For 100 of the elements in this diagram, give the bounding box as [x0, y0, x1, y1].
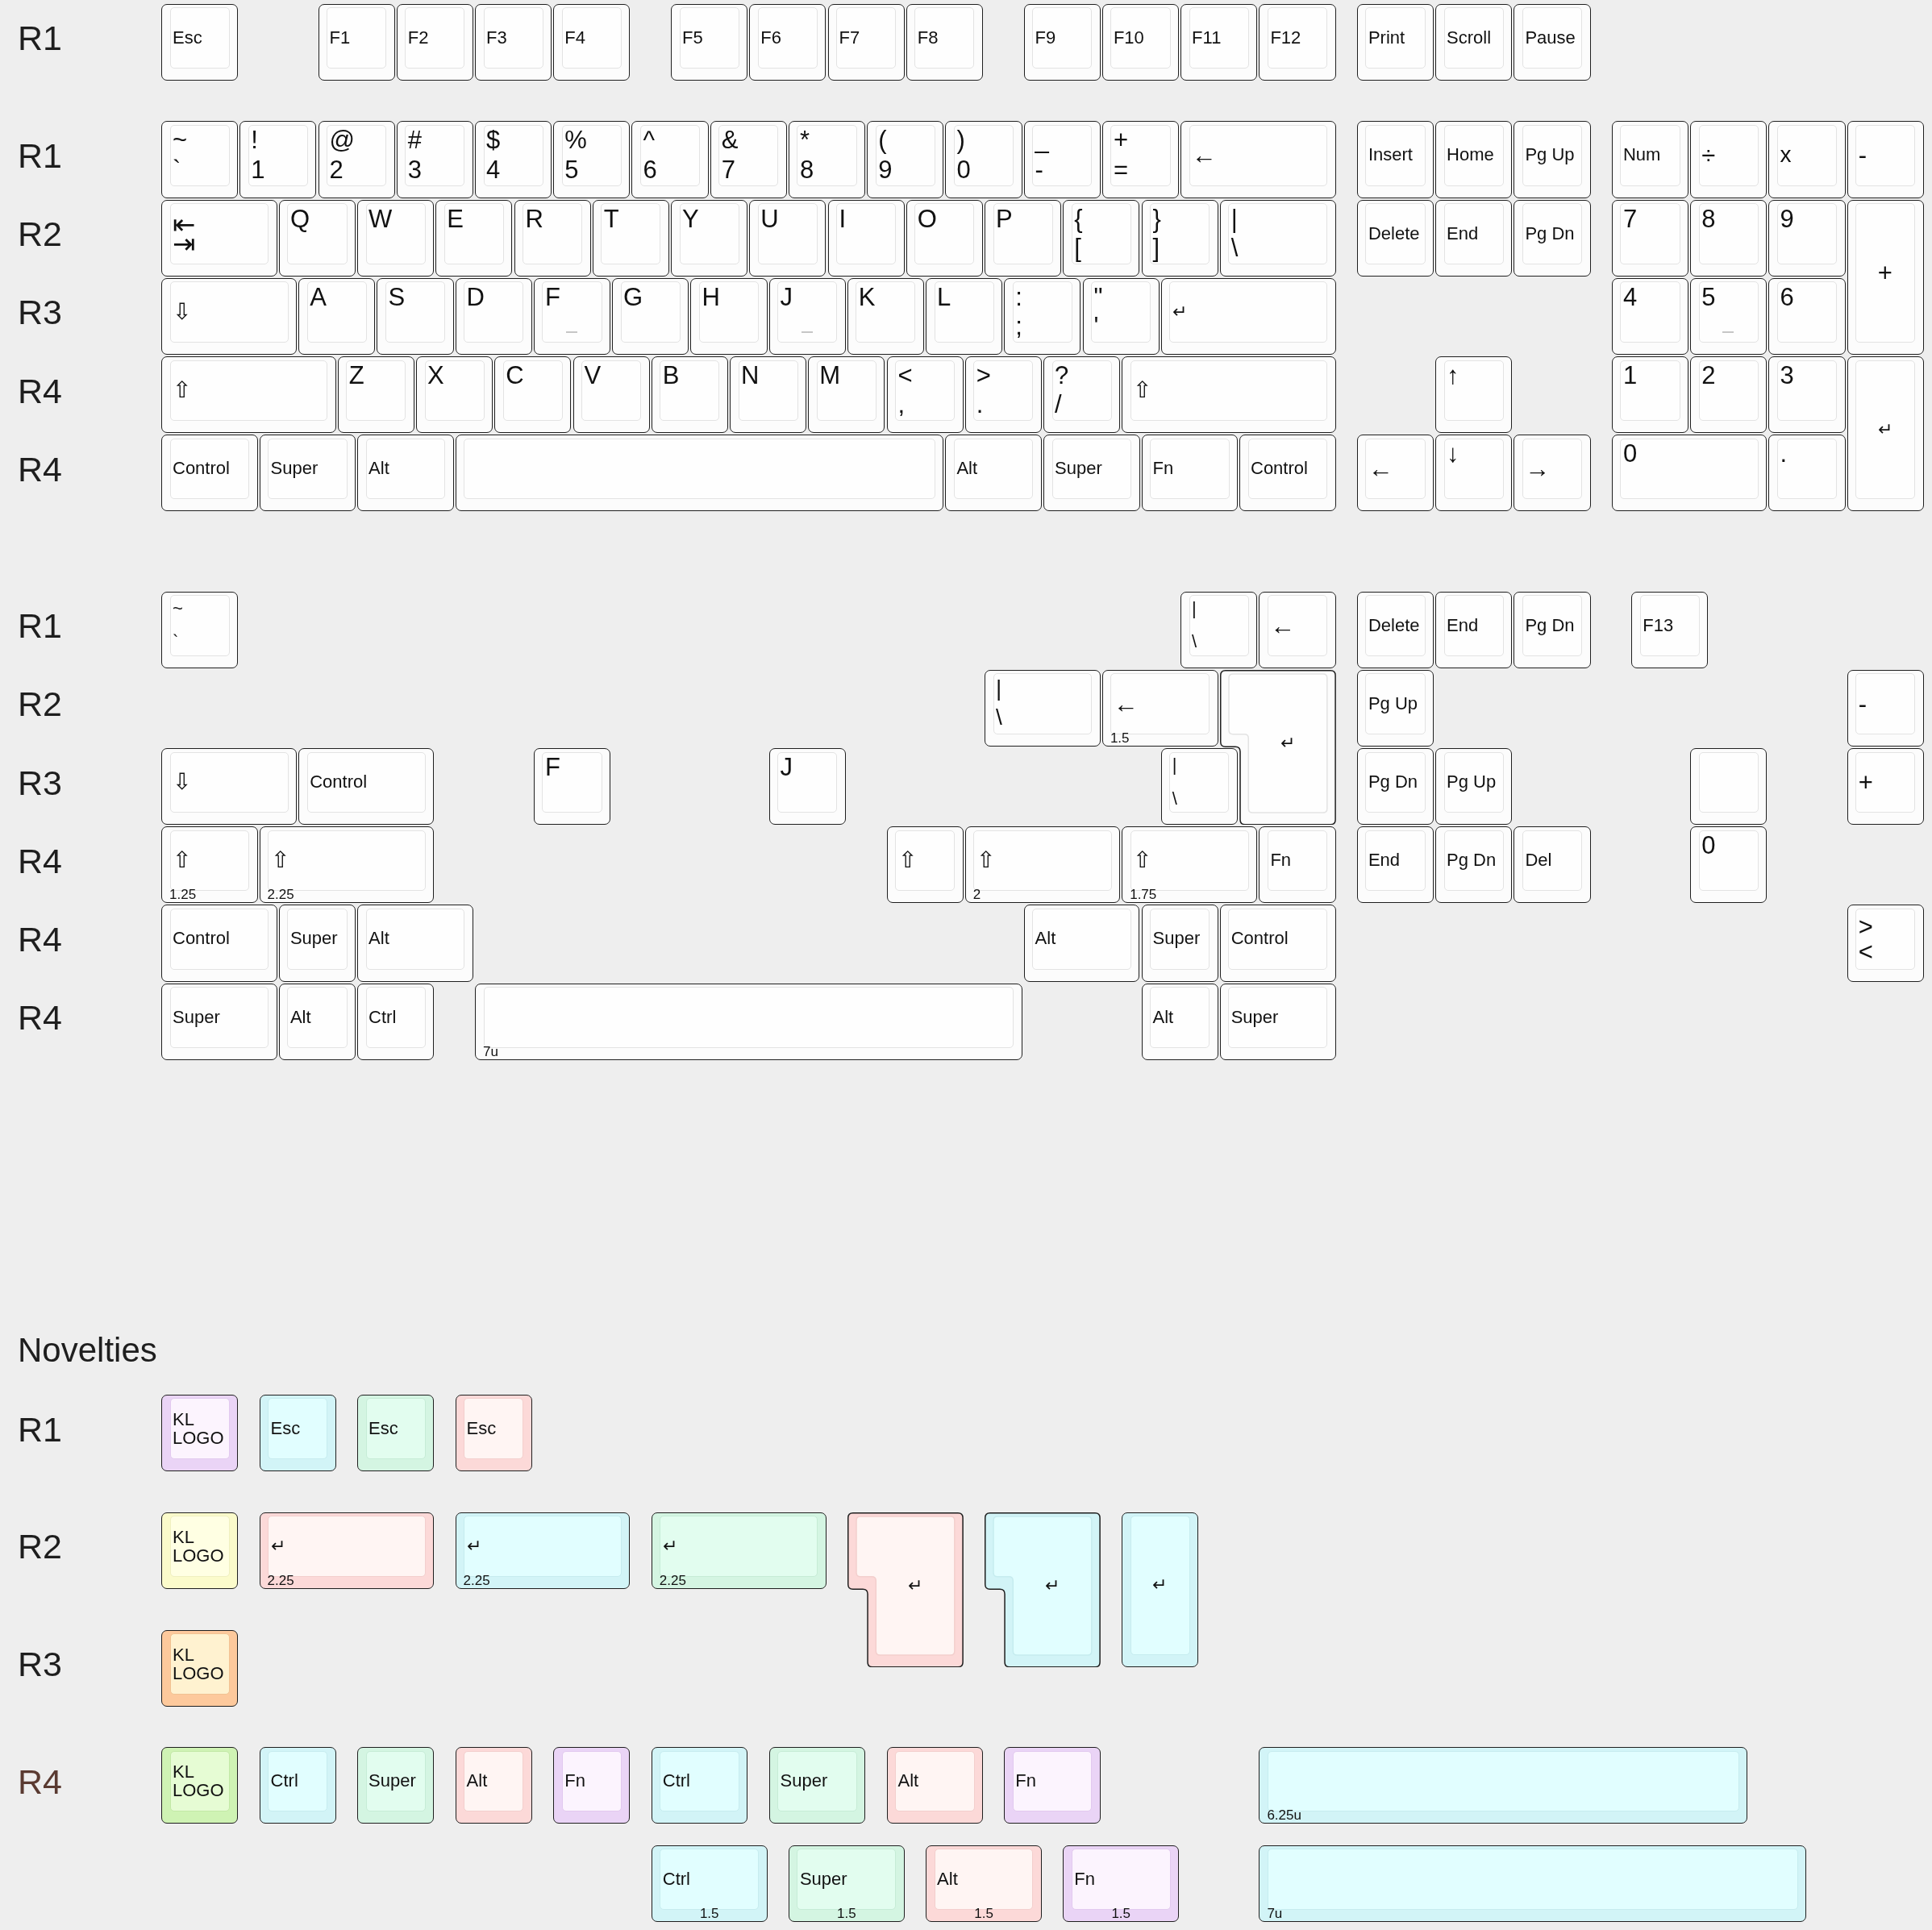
keycap: [847, 277, 924, 355]
keycap: [357, 905, 473, 982]
key-legend: `: [173, 156, 181, 182]
key-legend: 5: [1701, 284, 1716, 310]
key-legend: F4: [564, 27, 585, 48]
keycap: [357, 1747, 435, 1824]
key-legend: KL LOGO: [173, 1762, 224, 1800]
keycap: [318, 121, 395, 198]
key-legend: ↵: [1045, 1575, 1060, 1596]
keycap: [1259, 3, 1336, 81]
keycap: [1690, 826, 1768, 904]
key-legend: U: [760, 206, 779, 231]
keycap: [1435, 748, 1513, 826]
key-legend: ': [1093, 314, 1099, 339]
key-legend: D: [466, 284, 485, 310]
row-label: R3: [18, 763, 62, 803]
keycap: [357, 199, 435, 277]
key-legend: End: [1447, 223, 1479, 244]
key-legend: V: [584, 363, 602, 388]
row-label: R2: [18, 215, 62, 254]
key-legend: 9: [878, 156, 893, 182]
key-legend: ⇩: [173, 769, 191, 795]
key-legend: |: [996, 676, 1002, 701]
keycap: [1063, 199, 1140, 277]
key-legend: Fn: [564, 1770, 585, 1792]
key-legend: J: [780, 755, 793, 780]
key-size-label: 2.25: [267, 888, 294, 902]
key-legend: X: [427, 363, 444, 388]
key-legend: Esc: [270, 1418, 301, 1439]
row-label: R3: [18, 293, 62, 333]
key-legend: Pg Up: [1525, 144, 1575, 166]
keycap: [1611, 277, 1689, 355]
keycap: [1082, 277, 1160, 355]
key-legend: L: [937, 284, 951, 310]
spacebar-keycap: [1259, 1845, 1807, 1922]
key-legend: Control: [173, 458, 230, 479]
key-legend: Super: [289, 928, 338, 950]
key-size-label: 2: [972, 888, 981, 902]
keycap: [1690, 121, 1768, 198]
key-legend: Fn: [1015, 1770, 1036, 1792]
keycap: [298, 748, 435, 826]
keycap: [1768, 199, 1846, 277]
key-legend: O: [917, 206, 937, 231]
key-legend: ←: [1368, 455, 1393, 481]
keycap: [926, 1845, 1042, 1922]
keycap: [592, 199, 669, 277]
keycap: [1180, 591, 1258, 668]
key-legend: KL LOGO: [173, 1645, 224, 1683]
keycap: [788, 1845, 905, 1922]
key-legend: ⇧: [1133, 377, 1152, 403]
keycap: [1141, 983, 1218, 1060]
keycap: [1101, 121, 1180, 198]
keycap: [1435, 199, 1513, 277]
keycap: [455, 1512, 631, 1589]
key-legend: F10: [1113, 27, 1144, 48]
key-legend: &: [721, 127, 739, 153]
keycap: [475, 121, 552, 198]
key-legend: 0: [1622, 441, 1638, 467]
keycap: [1435, 356, 1513, 434]
key-legend: N: [741, 363, 760, 388]
keycap: [1514, 121, 1591, 198]
key-legend: \: [1172, 788, 1177, 809]
key-legend: W: [368, 206, 393, 231]
keycap: [886, 356, 964, 434]
key-legend: ↑: [1447, 363, 1459, 388]
keycap: [1690, 199, 1768, 277]
key-legend: Num: [1622, 144, 1661, 166]
keycap: [357, 1394, 435, 1472]
key-legend: B: [662, 363, 680, 388]
key-legend: {: [1074, 206, 1083, 231]
keycap: [278, 199, 356, 277]
key-legend: ⇧: [173, 847, 191, 873]
key-legend: Alt: [1035, 928, 1056, 950]
key-legend: Alt: [368, 928, 389, 950]
key-legend: [: [1074, 235, 1081, 260]
key-legend: Z: [348, 363, 364, 388]
key-legend: 7: [1622, 206, 1638, 231]
keycap: [730, 356, 807, 434]
key-legend: ↓: [1447, 441, 1459, 467]
key-legend: ↵: [466, 1536, 481, 1557]
key-legend: →: [1525, 455, 1551, 481]
key-legend: >: [1858, 913, 1873, 939]
keycap: [514, 199, 591, 277]
key-legend: Fn: [1074, 1869, 1095, 1890]
keycap: [1219, 905, 1336, 982]
key-legend: Super: [799, 1869, 847, 1890]
iso-enter-keycap: [847, 1512, 964, 1668]
keycap: [475, 3, 552, 81]
spacebar-keycap: [455, 435, 944, 512]
keycap: [1690, 748, 1768, 826]
keycap: [318, 3, 395, 81]
key-legend: ↵: [662, 1536, 677, 1557]
keycap: [1101, 669, 1218, 747]
key-legend: F: [544, 755, 560, 780]
key-legend: F8: [917, 27, 939, 48]
key-legend: <: [897, 363, 913, 388]
keycap: [1063, 1845, 1180, 1922]
keycap: [1847, 669, 1924, 747]
key-legend: G: [623, 284, 643, 310]
keycap: [1435, 435, 1513, 512]
